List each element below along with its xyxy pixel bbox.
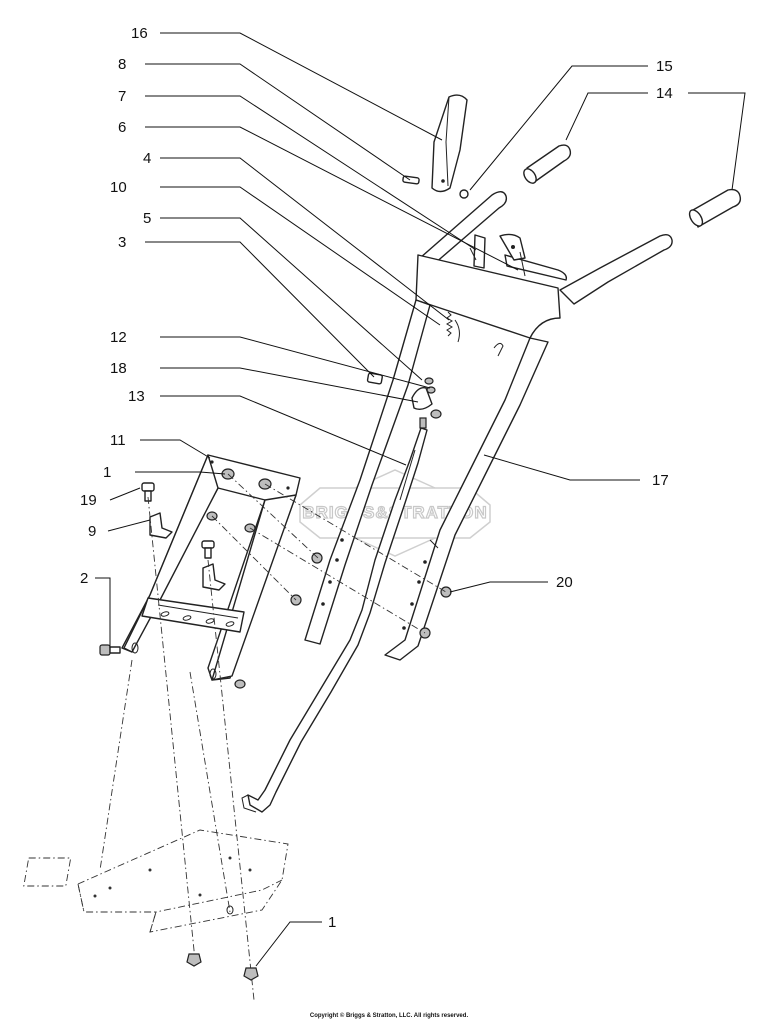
clip-hook — [493, 342, 504, 357]
callout-3: 3 — [118, 234, 126, 251]
callout-10: 10 — [110, 179, 127, 196]
callout-15: 15 — [656, 58, 673, 75]
callout-16: 16 — [131, 25, 148, 42]
frame-11 — [121, 454, 301, 681]
spring-4 — [446, 311, 460, 343]
callout-9: 9 — [88, 523, 96, 540]
bottom-nuts — [186, 905, 259, 981]
copyright-notice: Copyright © Briggs & Stratton, LLC. All … — [309, 1013, 469, 1019]
handle-grip-upper — [523, 144, 572, 184]
callout-18: 18 — [110, 360, 127, 377]
callout-14: 14 — [656, 85, 673, 102]
bracket-18 — [411, 387, 442, 419]
callout-13: 13 — [128, 388, 145, 405]
clip-15 — [459, 189, 469, 199]
callout-17: 17 — [652, 472, 669, 489]
callout-labels: 16 8 7 6 4 10 5 3 12 18 13 11 1 19 9 2 1… — [80, 25, 673, 931]
callout-7: 7 — [118, 88, 126, 105]
callout-20: 20 — [556, 574, 573, 591]
assembly-lines — [99, 473, 447, 1001]
callout-6: 6 — [118, 119, 126, 136]
base-deck — [23, 829, 289, 933]
callout-1-upper: 1 — [103, 464, 111, 481]
bolt-3 — [366, 372, 383, 385]
callout-4: 4 — [143, 150, 151, 167]
callout-2: 2 — [80, 570, 88, 587]
callout-11: 11 — [110, 432, 126, 449]
callout-1-lower: 1 — [328, 914, 336, 931]
callout-12: 12 — [110, 329, 127, 346]
bolt-center — [201, 540, 215, 559]
handle-assembly — [304, 191, 673, 661]
handle-cover — [431, 94, 468, 193]
callout-8: 8 — [118, 56, 126, 73]
handle-grip-lower — [688, 188, 742, 228]
leader-lines — [95, 32, 746, 967]
control-rod — [241, 417, 428, 813]
bracket-9 — [149, 512, 226, 591]
bolt-2 — [99, 644, 121, 656]
callout-19: 19 — [80, 492, 97, 509]
callout-5: 5 — [143, 210, 151, 227]
